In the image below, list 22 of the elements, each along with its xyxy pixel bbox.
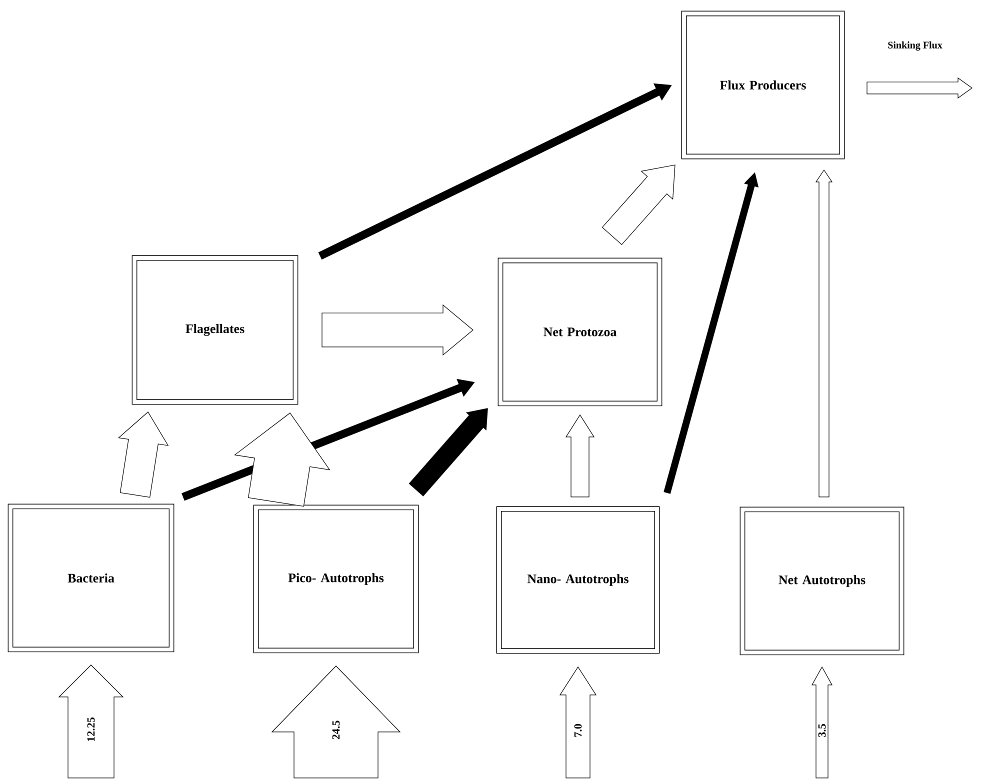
flow-arrow	[866, 77, 973, 99]
flow-arrow	[322, 304, 474, 356]
compartment-box: Pico- Autotrophs	[253, 504, 419, 654]
compartment-box: Net Protozoa	[498, 258, 662, 406]
flow-arrow	[812, 666, 833, 778]
flow-arrow	[565, 414, 595, 498]
flow-arrow	[58, 664, 124, 778]
compartment-box: Flagellates	[132, 255, 298, 405]
flow-arrow	[234, 412, 330, 507]
flow-arrow	[559, 666, 597, 778]
compartment-box: Nano- Autotrophs	[496, 506, 660, 654]
compartment-box: Net Autotrophs	[740, 506, 904, 656]
flow-arrow	[118, 412, 169, 498]
edge-label: 7.0	[574, 724, 582, 737]
flow-arrow	[815, 169, 833, 498]
edge-label: 12.25	[87, 718, 95, 741]
flow-arrow	[271, 666, 401, 778]
edge-label: 24.5	[332, 720, 340, 740]
compartment-box: Bacteria	[8, 504, 174, 652]
edge-label: Sinking Flux	[888, 41, 942, 51]
edge-label: 3.5	[818, 724, 826, 737]
compartment-box: Flux Producers	[681, 10, 845, 160]
